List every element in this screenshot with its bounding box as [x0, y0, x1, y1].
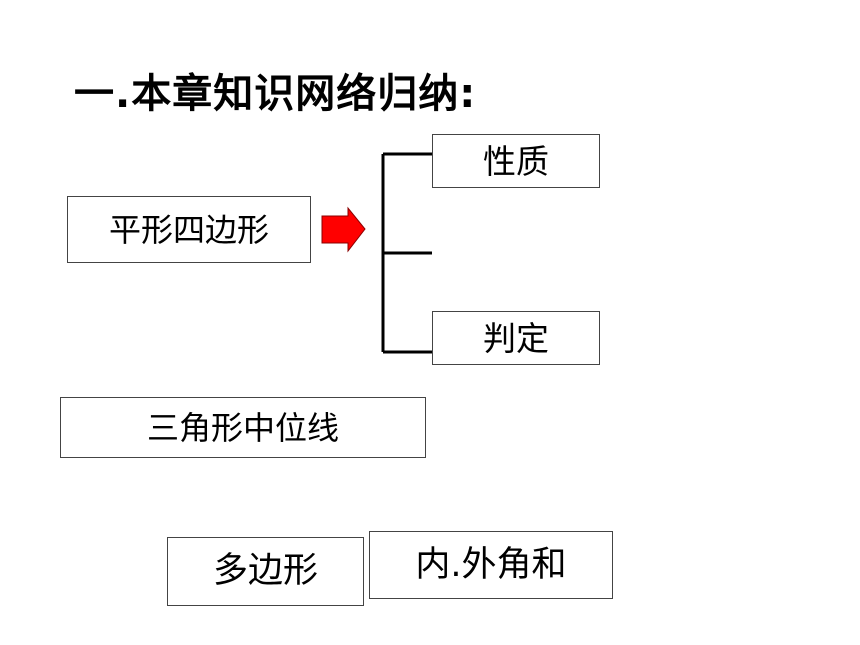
node-angle-sum: 内.外角和 — [369, 531, 613, 599]
node-triangle-midline-label: 三角形中位线 — [146, 408, 339, 447]
node-criteria-label: 判定 — [483, 318, 549, 358]
node-parallelogram: 平形四边形 — [67, 196, 311, 263]
node-properties-label: 性质 — [483, 141, 549, 181]
node-criteria: 判定 — [432, 311, 600, 365]
node-triangle-midline: 三角形中位线 — [60, 397, 426, 458]
node-parallelogram-label: 平形四边形 — [108, 210, 269, 249]
right-arrow-icon — [321, 206, 366, 253]
node-polygon-label: 多边形 — [212, 551, 318, 591]
node-angle-sum-label: 内.外角和 — [415, 544, 567, 585]
page-title: 一.本章知识网络归纳: — [74, 71, 477, 117]
node-properties: 性质 — [432, 134, 600, 188]
node-polygon: 多边形 — [167, 537, 364, 606]
